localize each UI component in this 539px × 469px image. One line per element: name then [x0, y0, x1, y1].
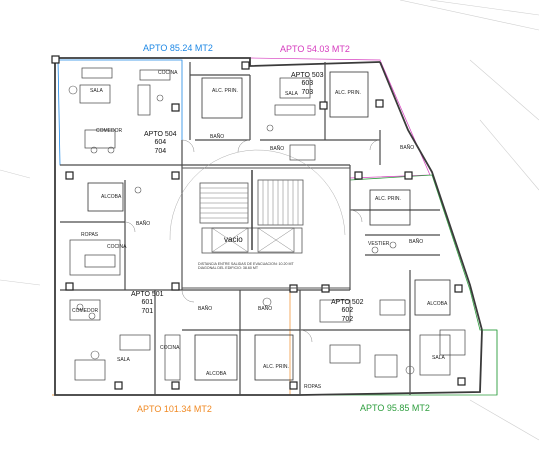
room-label-ropas-w: ROPAS: [81, 232, 99, 238]
room-label-sala-502: SALA: [432, 355, 445, 361]
apt-number-503-line2: 603: [301, 80, 314, 88]
outline-503: [249, 57, 431, 179]
area-label-502: APTO 95.85 MT2: [360, 403, 430, 413]
room-label-vestier-e: VESTIER: [368, 241, 390, 247]
room-label-comedor-501: COMEDOR: [72, 308, 99, 314]
room-label-alc-e: ALC. PRIN.: [375, 196, 401, 202]
furniture: [69, 67, 466, 381]
room-label-cocina-504: COCINA: [158, 70, 178, 76]
room-label-bano-503: BAÑO: [270, 146, 285, 152]
glass-edges: [482, 329, 498, 395]
apt-number-503: APTO 503 603 703: [291, 72, 324, 97]
room-label-alc-504: ALC. PRIN.: [212, 88, 238, 94]
apt-number-502-line3: 702: [341, 315, 354, 323]
outline-501: [52, 290, 291, 396]
room-label-bano-501: BAÑO: [198, 306, 213, 312]
apt-number-503-line3: 703: [301, 88, 314, 96]
evacuation-note-line2: DIAGONAL DEL EDIFICIO: 38.60 MT: [198, 266, 259, 271]
evacuation-note-line1: DISTANCIA ENTRE SALIDAS DE EVACUACION: 1…: [198, 262, 294, 266]
apt-number-501-line1: APTO 501: [131, 291, 164, 298]
room-label-alcoba-502: ALCOBA: [427, 301, 448, 307]
apt-number-501: APTO 501 601 701: [131, 291, 164, 316]
apt-number-501-line2: 601: [141, 299, 154, 307]
area-label-503: APTO 54.03 MT2: [280, 44, 350, 54]
room-label-alc-503: ALC. PRIN.: [335, 90, 361, 96]
apt-number-504: APTO 504 604 704: [144, 131, 177, 156]
room-label-alcoba-w: ALCOBA: [101, 194, 122, 200]
site-lines: [0, 0, 539, 441]
apt-number-502-line1: APTO 502: [331, 299, 364, 306]
fixtures: [68, 85, 415, 375]
exterior-walls: [54, 57, 483, 396]
stair-core: [169, 149, 351, 289]
room-label-comedor-504: COMEDOR: [96, 128, 123, 134]
room-label-cocina-501: COCINA: [160, 345, 180, 351]
room-label-bano-503b: BAÑO: [400, 145, 415, 151]
evacuation-note: DISTANCIA ENTRE SALIDAS DE EVACUACION: 1…: [198, 262, 294, 271]
area-label-501: APTO 101.34 MT2: [137, 404, 212, 414]
void-label: vacio: [224, 235, 243, 244]
room-label-sala-504: SALA: [90, 88, 103, 94]
apt-number-504-line2: 604: [154, 139, 167, 147]
room-label-bano-e: BAÑO: [409, 239, 424, 245]
apt-number-504-line3: 704: [154, 147, 167, 155]
interior-walls: [60, 62, 440, 395]
room-label-ropas-502: ROPAS: [304, 384, 322, 390]
beds: [87, 71, 451, 381]
room-label-alcoba-501: ALCOBA: [206, 371, 227, 377]
apt-number-502-line2: 602: [341, 307, 354, 315]
apt-number-503-line1: APTO 503: [291, 72, 324, 79]
room-label-alc-502: ALC. PRIN.: [263, 364, 289, 370]
doors: [124, 139, 381, 343]
room-label-bano-501b: BAÑO: [258, 306, 273, 312]
room-label-bano-w: BAÑO: [136, 221, 151, 227]
area-label-504: APTO 85.24 MT2: [143, 43, 213, 53]
apt-number-501-line3: 701: [141, 307, 154, 315]
room-label-sala-501: SALA: [117, 357, 130, 363]
apt-number-504-line1: APTO 504: [144, 131, 177, 138]
apt-number-502: APTO 502 602 702: [331, 299, 364, 324]
room-label-bano-504: BAÑO: [210, 134, 225, 140]
room-label-sala-503: SALA: [285, 91, 298, 97]
room-label-cocina-w: COCINA: [107, 244, 127, 250]
